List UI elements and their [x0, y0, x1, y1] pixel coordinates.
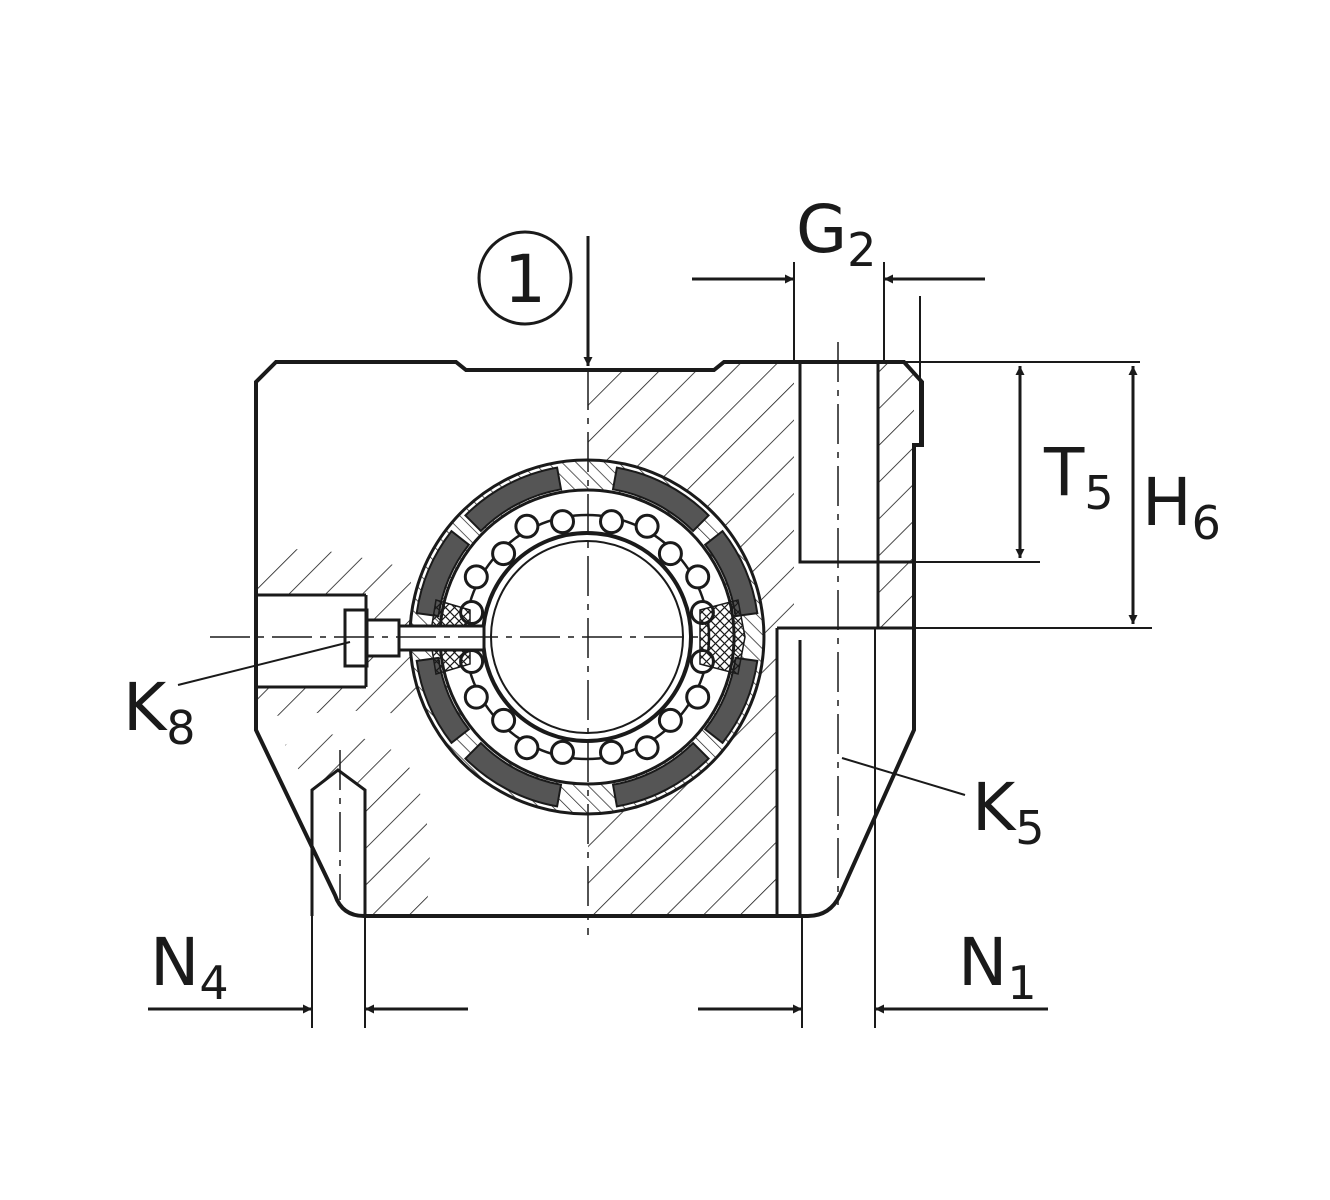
h6-label: H6: [1142, 464, 1221, 550]
k5-bore-mask: [800, 362, 878, 562]
ball-1: [634, 513, 660, 539]
seal-lip-right: [699, 599, 746, 675]
ball-18: [514, 513, 540, 539]
n4-label: N4: [150, 924, 229, 1010]
dimension-g2: [692, 262, 985, 445]
ball-13: [463, 684, 489, 710]
ball-8: [634, 735, 660, 761]
k5-label: K5: [972, 769, 1045, 855]
ball-11: [514, 735, 540, 761]
set-screw: [256, 593, 486, 689]
ball-0: [599, 509, 624, 535]
ball-10: [550, 739, 575, 765]
ball-2: [657, 541, 683, 567]
seal-segment-4: [463, 741, 563, 808]
bearing-seals: [415, 466, 759, 808]
seal-segment-0: [611, 466, 711, 533]
callout-circle: [477, 230, 573, 326]
center-lines: [210, 342, 839, 935]
ball-6: [685, 684, 711, 710]
k8-leader: [177, 641, 351, 686]
seal-segment-3: [611, 741, 711, 808]
dimension-n1: [698, 627, 1048, 1028]
k5-leader: [841, 757, 966, 796]
seal-segment-7: [463, 466, 563, 533]
ball-16: [463, 564, 489, 590]
ball-19: [550, 509, 575, 535]
bearing-balls: [459, 509, 715, 765]
callout-label: 1: [504, 241, 546, 318]
right-ear-hatch: [878, 362, 914, 627]
bearing-outer-ring: [408, 458, 766, 816]
k5-bore-outline: [775, 362, 914, 916]
n1-label: N1: [958, 924, 1037, 1010]
ball-3: [685, 564, 711, 590]
ball-9: [599, 739, 624, 765]
seal-segment-2: [703, 656, 759, 745]
dimension-n4: [148, 916, 468, 1028]
housing-outline: [254, 360, 924, 918]
pin-breakout-hatch: [285, 734, 430, 916]
ball-12: [491, 707, 517, 733]
dimension-t5-h6: [904, 361, 1152, 629]
ball-7: [657, 707, 683, 733]
k8-label: K8: [123, 669, 196, 755]
g2-label: G2: [796, 191, 876, 277]
seal-segment-6: [415, 529, 471, 618]
dowel-pin: [310, 768, 367, 916]
seal-segment-5: [415, 656, 471, 745]
t5-label: T5: [1043, 434, 1114, 520]
ball-17: [491, 541, 517, 567]
seal-segment-1: [703, 529, 759, 618]
